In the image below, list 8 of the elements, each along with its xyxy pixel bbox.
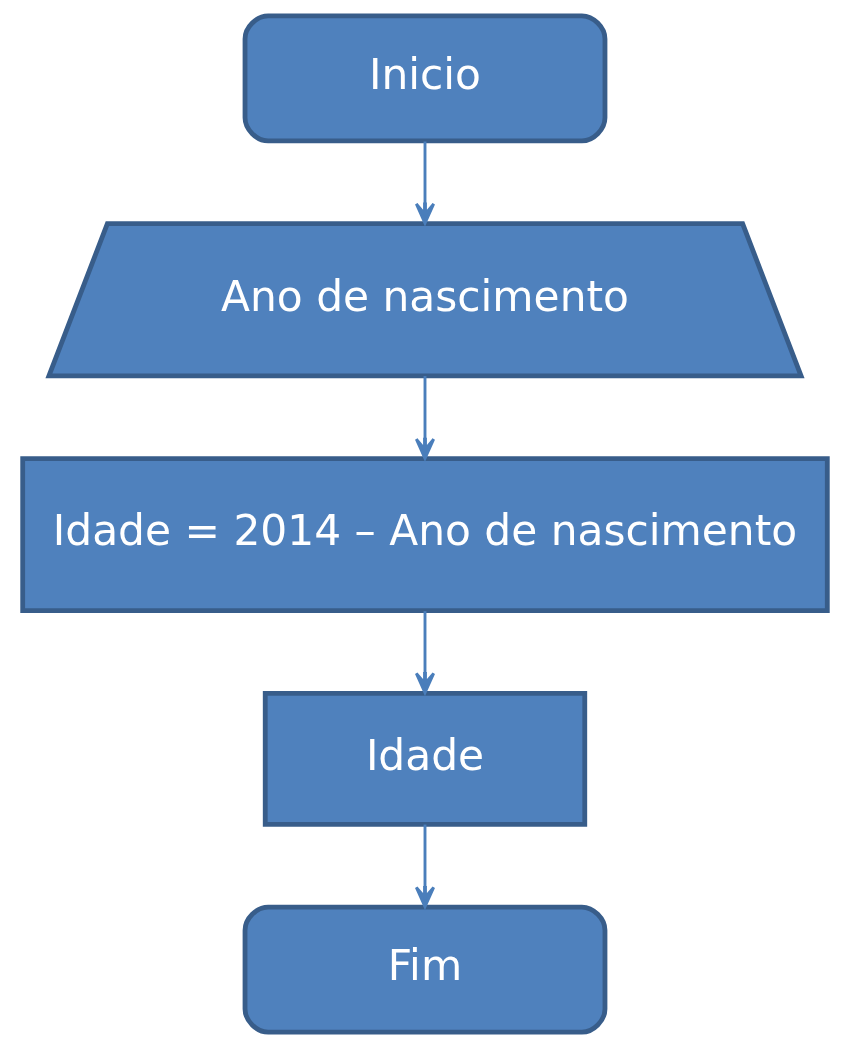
node-box: Inicio: [242, 13, 608, 144]
node-box: Fim: [242, 904, 608, 1035]
arrow: [414, 141, 436, 225]
arrow: [414, 824, 436, 909]
arrow: [414, 376, 436, 460]
node-box: Idade = 2014 – Ano de nascimento: [20, 456, 830, 614]
arrow: [414, 611, 436, 695]
node-box: Idade: [262, 691, 588, 827]
